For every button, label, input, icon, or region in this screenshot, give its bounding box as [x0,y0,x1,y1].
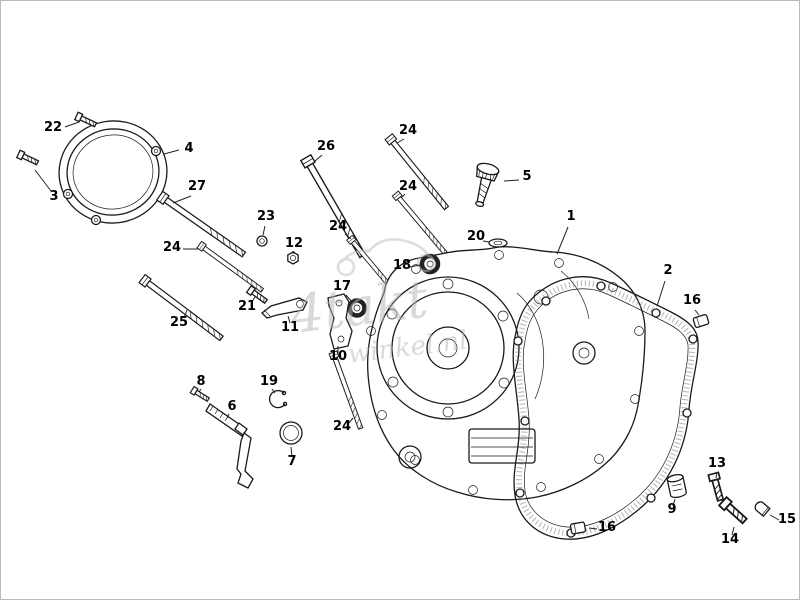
part-label-24e: 24 [333,419,351,434]
leader-line-2 [656,280,666,307]
part-label-8: 8 [196,374,205,389]
part-label-16b: 16 [598,520,616,535]
leader-line-19 [271,388,276,394]
screw-22 [74,111,98,130]
leader-line-4 [163,149,180,155]
part-label-4: 4 [184,141,193,156]
leader-line-13 [715,471,718,479]
leader-line-23 [262,225,266,236]
part-label-1: 1 [566,209,575,224]
leader-line-24e [347,417,354,425]
leader-line-22 [64,121,80,128]
part-label-12: 12 [285,236,303,251]
o-ring-7 [279,421,303,445]
circlip-19 [268,389,288,409]
kickstart-spindle-6 [205,403,254,489]
part-label-3: 3 [49,189,58,204]
lever-11 [261,297,308,319]
bolt-14 [718,496,750,527]
leader-line-24c [396,138,405,144]
leader-line-21 [250,296,256,304]
part-label-14: 14 [721,532,739,547]
leader-line-16a [694,309,700,316]
part-label-6: 6 [227,399,236,414]
part-label-24b: 24 [329,219,347,234]
leader-line-18 [409,264,421,268]
part-label-10: 10 [329,349,347,364]
part-label-24c: 24 [399,123,417,138]
part-label-24d: 24 [399,179,417,194]
leader-line-24b [344,233,352,240]
leader-line-8 [198,388,202,393]
cap-nut-15 [754,501,771,518]
screw-3 [16,149,40,168]
leader-line-7 [290,446,293,458]
nut-12 [287,251,299,265]
leader-line-16b [588,527,598,530]
bolt-26 [300,154,369,260]
leader-line-9 [672,498,676,507]
part-label-15: 15 [778,512,796,527]
plug-9 [666,474,687,499]
leader-line-25 [183,309,188,319]
leader-line-5 [503,179,520,182]
leader-line-27 [172,195,192,204]
gasket-2 [512,276,699,540]
part-label-21: 21 [238,299,256,314]
bracket-10 [327,293,353,350]
bolt-13 [707,471,727,503]
part-label-22: 22 [44,120,62,135]
leader-line-15 [769,514,780,521]
washer-20 [488,238,508,248]
part-label-13: 13 [708,456,726,471]
leader-line-20 [482,240,490,243]
part-label-16a: 16 [683,293,701,308]
leader-line-14 [731,526,735,536]
part-label-17: 17 [333,279,351,294]
leader-line-3 [34,169,52,192]
nut-23 [256,235,268,247]
part-label-7: 7 [287,454,296,469]
leader-line-17 [345,294,353,303]
cover-ring-assembly [58,120,168,226]
part-label-20: 20 [467,229,485,244]
oil-dipstick-5 [475,162,500,208]
part-callouts: 2234272425231221112624242410241718205121… [34,120,796,547]
part-label-9: 9 [667,502,676,517]
leader-line-24d [400,193,406,199]
part-label-25: 25 [170,315,188,330]
part-label-26: 26 [317,139,335,154]
leader-line-1 [556,226,569,255]
bolt-25 [138,273,226,344]
part-label-23: 23 [257,209,275,224]
part-label-18: 18 [393,258,411,273]
part-label-5: 5 [522,169,531,184]
rubber-cap-16b [569,521,587,535]
leader-line-12 [292,250,295,255]
part-label-2: 2 [663,263,672,278]
leader-line-26 [313,154,323,163]
rubber-cap-16a [692,313,710,329]
leader-line-6 [226,413,230,419]
part-label-19: 19 [260,374,278,389]
oil-seal-17 [347,298,367,318]
part-label-24a: 24 [163,240,181,255]
part-label-27: 27 [188,179,206,194]
part-label-11: 11 [281,320,299,335]
leader-line-11 [287,315,291,324]
